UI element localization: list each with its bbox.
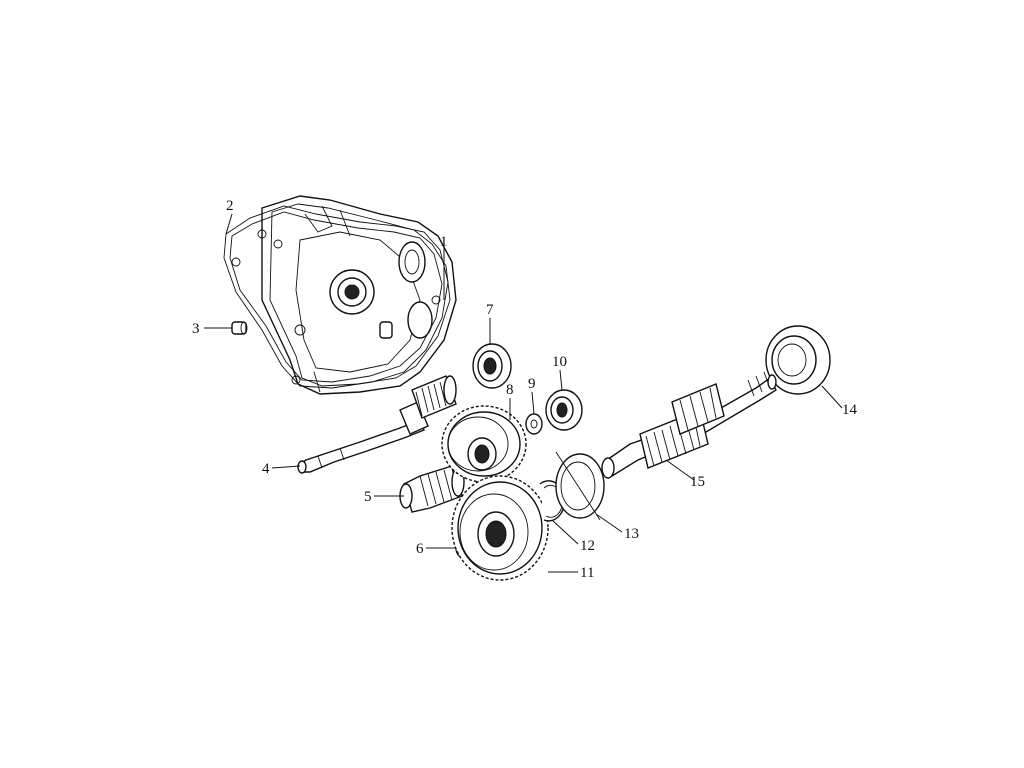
part-label-3: 3 [192, 321, 200, 337]
part-label-7: 7 [486, 302, 494, 318]
part-label-5: 5 [364, 489, 372, 505]
ball-bearing-icon [472, 343, 512, 389]
output-shaft-icon [601, 371, 777, 479]
pinion-gear-icon [399, 465, 465, 513]
part-label-12: 12 [580, 538, 595, 554]
oil-seal-icon [555, 451, 605, 521]
part-label-11: 11 [580, 565, 594, 581]
part-label-15: 15 [690, 474, 705, 490]
input-shaft-icon [297, 375, 457, 474]
part-label-14: 14 [842, 402, 858, 418]
part-label-9: 9 [528, 376, 536, 392]
part-label-2: 2 [226, 198, 234, 214]
dowel-pin-icon [231, 321, 248, 335]
washer-icon [525, 413, 543, 435]
part-label-6: 6 [416, 541, 424, 557]
ball-bearing-icon [765, 325, 831, 395]
part-label-8: 8 [506, 382, 514, 398]
leader-lines [204, 213, 843, 573]
gearbox-housing-icon [261, 195, 457, 395]
ball-bearing-icon [545, 389, 583, 431]
part-labels: 1 2 3 4 5 6 7 8 9 10 11 12 13 14 15 [192, 198, 858, 581]
part-label-13: 13 [624, 526, 639, 542]
part-label-1: 1 [440, 234, 448, 250]
part-label-10: 10 [552, 354, 567, 370]
housing-gasket-icon [223, 205, 449, 389]
large-spur-gear-icon [451, 475, 549, 581]
spur-gear-icon [441, 405, 527, 483]
part-label-4: 4 [262, 461, 270, 477]
